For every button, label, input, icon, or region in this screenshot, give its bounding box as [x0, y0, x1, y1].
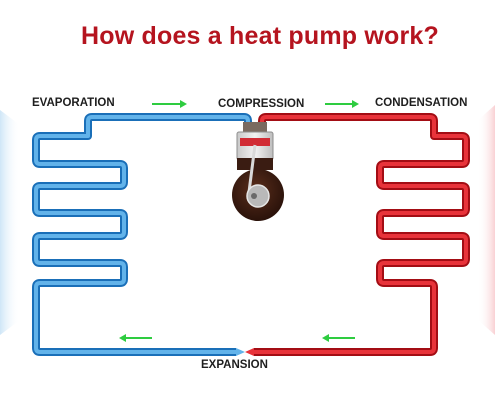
left-arrow-icon — [119, 334, 152, 342]
hot-side-glow — [478, 105, 495, 335]
expansion-label: EXPANSION — [201, 359, 268, 371]
compression-label: COMPRESSION — [218, 98, 305, 110]
expansion-valve — [236, 347, 254, 357]
right-arrow-icon — [325, 100, 359, 108]
condenser-coil — [246, 113, 470, 356]
evaporation-label: EVAPORATION — [32, 97, 115, 109]
right-arrow-icon — [152, 100, 187, 108]
cold-side-glow — [0, 110, 20, 335]
diagram-title: How does a heat pump work? — [80, 22, 440, 50]
evaporator-coil — [32, 113, 252, 356]
compressor-icon — [232, 122, 284, 221]
left-arrow-icon — [322, 334, 355, 342]
condensation-label: CONDENSATION — [375, 97, 468, 109]
